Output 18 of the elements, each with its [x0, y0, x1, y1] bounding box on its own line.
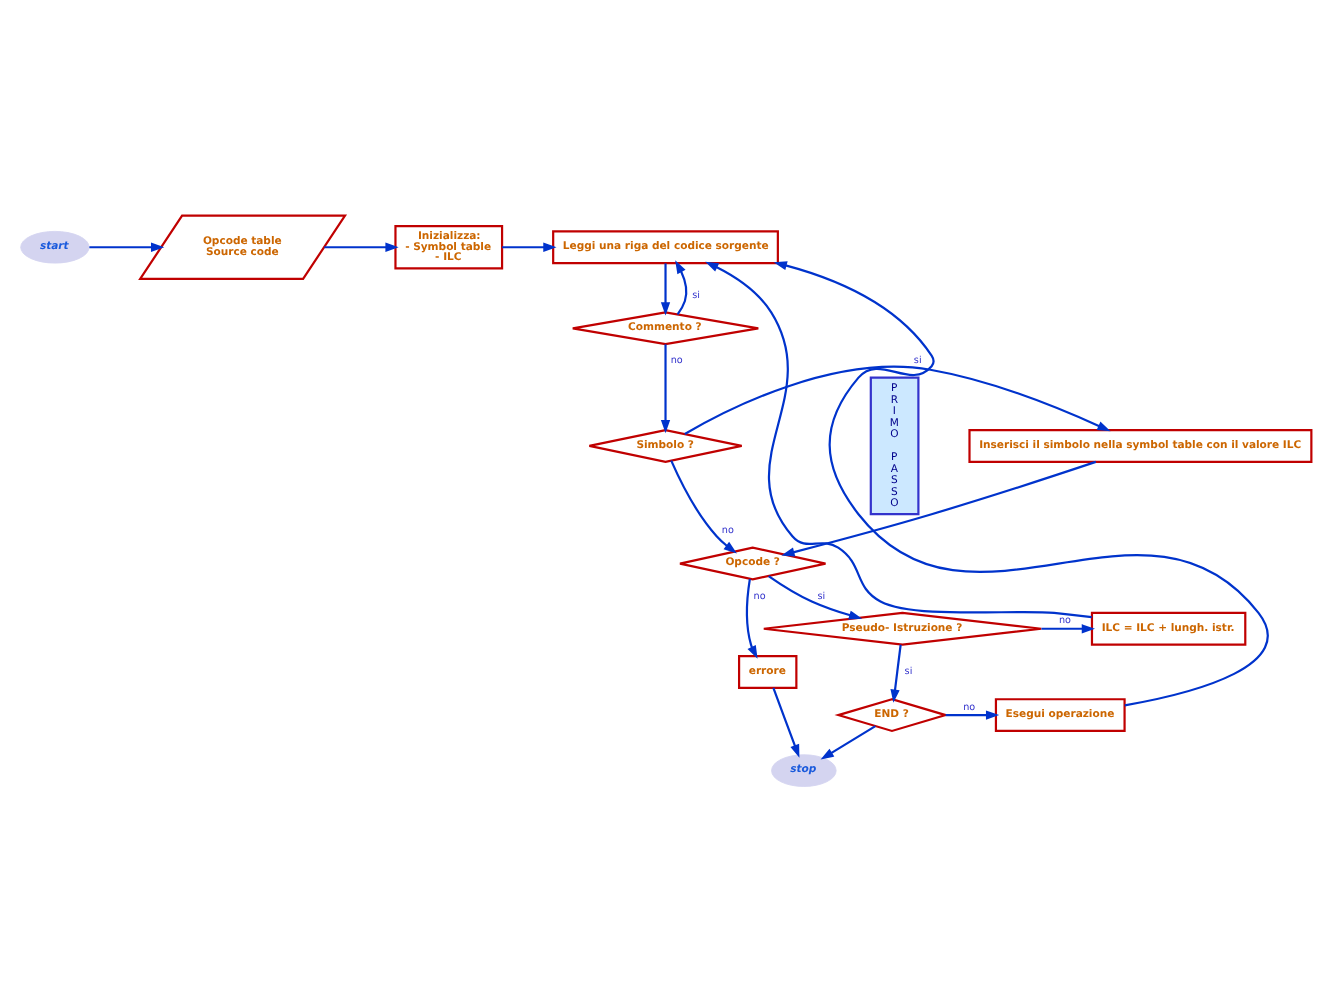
arrow	[945, 710, 1000, 720]
arrow	[705, 261, 1092, 619]
arrow	[890, 644, 902, 703]
arrow	[89, 242, 165, 252]
arrow	[781, 460, 1097, 557]
arrow	[670, 460, 737, 554]
arrow	[660, 344, 671, 434]
arrow	[773, 261, 1269, 707]
arrow	[684, 365, 1111, 435]
arrow	[1041, 624, 1095, 634]
arrow	[745, 578, 758, 659]
arrow	[660, 263, 671, 316]
arrow	[768, 575, 863, 620]
arrow	[772, 687, 800, 758]
arrow	[820, 725, 876, 760]
arrow	[324, 242, 399, 252]
arrow	[502, 242, 557, 252]
arrow	[675, 260, 688, 315]
